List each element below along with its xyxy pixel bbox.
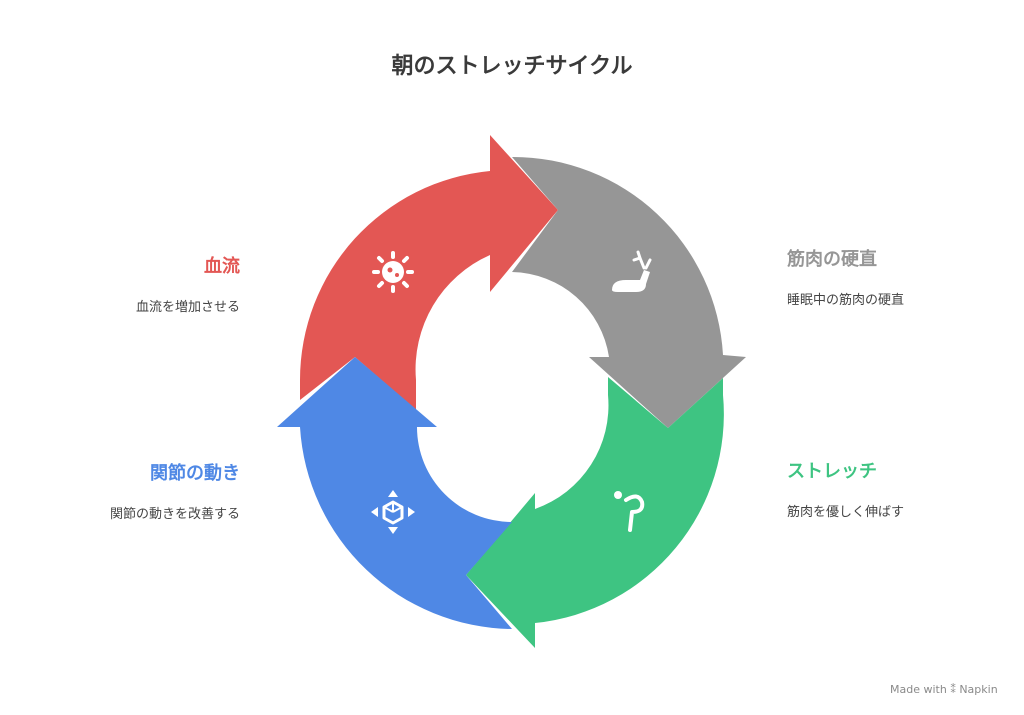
step-title: ストレッチ xyxy=(787,461,877,482)
step-title: 血流 xyxy=(204,256,240,277)
step-title: 筋肉の硬直 xyxy=(787,249,877,270)
stretching-person-icon xyxy=(614,491,645,532)
step-description: 関節の動きを改善する xyxy=(109,507,240,522)
step-description: 筋肉を優しく伸ばす xyxy=(787,505,905,520)
step-title: 関節の動き xyxy=(150,463,240,484)
segment-blood-flow xyxy=(300,135,558,410)
step-description: 血流を増加させる xyxy=(135,300,240,315)
deer-icon xyxy=(612,250,652,292)
label-blood-flow: 血流 血流を増加させる xyxy=(0,252,240,315)
segment-muscle-stiffness xyxy=(512,156,746,428)
step-description: 睡眠中の筋肉の硬直 xyxy=(787,293,905,308)
napkin-logo-icon: ⁑ xyxy=(950,683,956,696)
label-joint-movement: 関節の動き 関節の動きを改善する xyxy=(0,459,240,522)
segment-stretch xyxy=(466,377,724,648)
made-with-credit[interactable]: Made with ⁑ Napkin xyxy=(890,683,998,696)
credit-brand: Napkin xyxy=(959,683,998,696)
joint-move-icon xyxy=(371,490,415,534)
label-muscle-stiffness: 筋肉の硬直 睡眠中の筋肉の硬直 xyxy=(787,245,904,308)
credit-prefix: Made with xyxy=(890,683,947,696)
label-stretch: ストレッチ 筋肉を優しく伸ばす xyxy=(787,457,904,520)
page-title: 朝のストレッチサイクル xyxy=(391,54,633,79)
bacteria-icon xyxy=(372,251,414,293)
